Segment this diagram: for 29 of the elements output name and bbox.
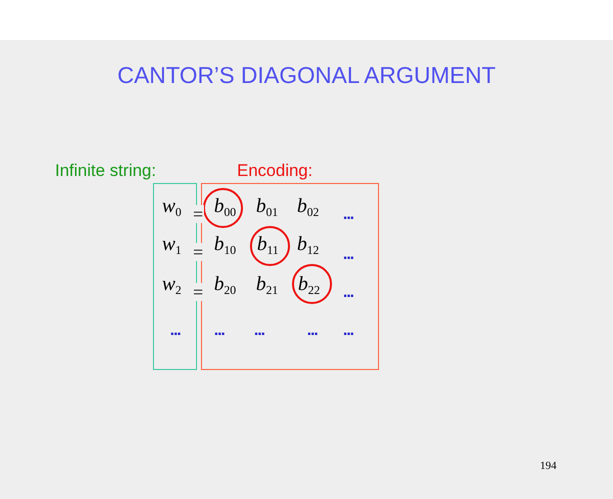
symbol: b$_{22}$	[298, 274, 320, 296]
ellipsis: ...	[214, 323, 224, 339]
symbol: w$_{0}$	[162, 196, 182, 218]
symbol: b$_{02}$	[297, 196, 319, 218]
equals-sign: =	[192, 243, 204, 261]
symbol: w$_{2}$	[162, 274, 182, 296]
symbol: b$_{11}$	[257, 234, 279, 256]
highlight-circle	[292, 264, 332, 304]
symbol: b$_{21}$	[256, 274, 278, 296]
column-heading: Infinite string:	[55, 162, 156, 179]
equals-sign: =	[192, 205, 204, 223]
slide-title: CANTOR’S DIAGONAL ARGUMENT	[116, 64, 497, 87]
equals-sign: =	[192, 283, 204, 301]
symbol: b$_{01}$	[256, 196, 278, 218]
ellipsis: ...	[307, 323, 318, 339]
symbol: b$_{20}$	[214, 274, 236, 296]
symbol: b$_{10}$	[214, 234, 236, 256]
ellipsis: ...	[343, 285, 354, 301]
ellipsis: ...	[343, 323, 354, 339]
highlight-circle	[250, 226, 290, 266]
ellipsis: ...	[343, 207, 354, 223]
ellipsis: ...	[170, 323, 180, 339]
page-number: 194	[540, 461, 556, 472]
ellipsis: ...	[343, 247, 354, 263]
ellipsis: ...	[254, 323, 264, 339]
symbol: b$_{12}$	[297, 234, 319, 256]
symbol: w$_{1}$	[162, 234, 182, 256]
symbol: b$_{00}$	[214, 196, 236, 218]
column-heading: Encoding:	[237, 162, 313, 179]
